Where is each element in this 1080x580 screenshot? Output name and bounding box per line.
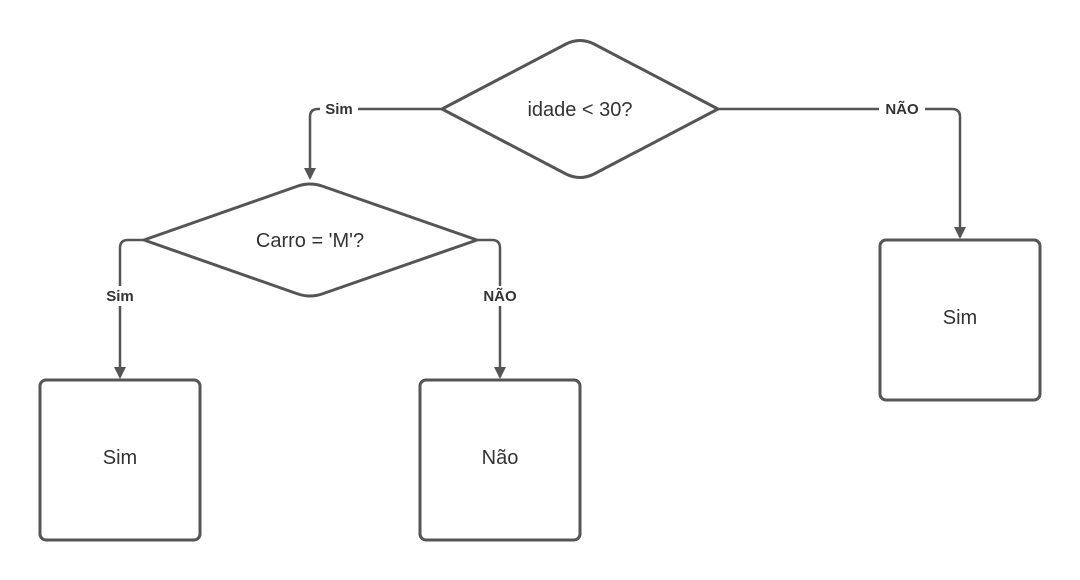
edge-car-yes-line bbox=[114, 238, 144, 379]
edge-age-no-label-bg bbox=[879, 99, 925, 119]
decision-car-diamond bbox=[142, 182, 479, 298]
result-middle-label: Não bbox=[482, 447, 519, 469]
decision-age-node: idade < 30? bbox=[440, 39, 720, 179]
decision-age-label: idade < 30? bbox=[527, 99, 632, 121]
result-right-box bbox=[878, 238, 1042, 402]
result-left-box bbox=[38, 378, 202, 542]
edge-car-yes-label: Sim bbox=[106, 288, 134, 305]
edge-car-no-label: NÃO bbox=[483, 287, 517, 305]
edge-car-no: NÃO bbox=[476, 238, 524, 379]
edge-car-no-label-bg bbox=[476, 286, 524, 306]
result-right-label: Sim bbox=[943, 307, 977, 329]
edge-car-no-line bbox=[477, 238, 506, 379]
result-middle-node: Não bbox=[418, 378, 582, 542]
edge-car-yes: Sim bbox=[100, 238, 144, 379]
decision-age-diamond bbox=[440, 39, 720, 179]
edge-car-yes-label-bg bbox=[100, 286, 140, 306]
result-left-node: Sim bbox=[38, 378, 202, 542]
edge-age-no-line bbox=[718, 107, 966, 239]
edge-age-yes-label: Sim bbox=[325, 101, 353, 118]
edge-age-no-label: NÃO bbox=[885, 100, 919, 118]
result-left-label: Sim bbox=[103, 447, 137, 469]
result-right-node: Sim bbox=[878, 238, 1042, 402]
decision-car-label: Carro = 'M'? bbox=[256, 230, 364, 252]
edge-age-yes-line bbox=[304, 107, 442, 180]
result-middle-box bbox=[418, 378, 582, 542]
edge-age-yes: Sim bbox=[304, 99, 442, 180]
decision-car-node: Carro = 'M'? bbox=[142, 182, 479, 298]
edge-age-no: NÃO bbox=[718, 99, 966, 239]
edge-age-yes-label-bg bbox=[320, 99, 358, 119]
